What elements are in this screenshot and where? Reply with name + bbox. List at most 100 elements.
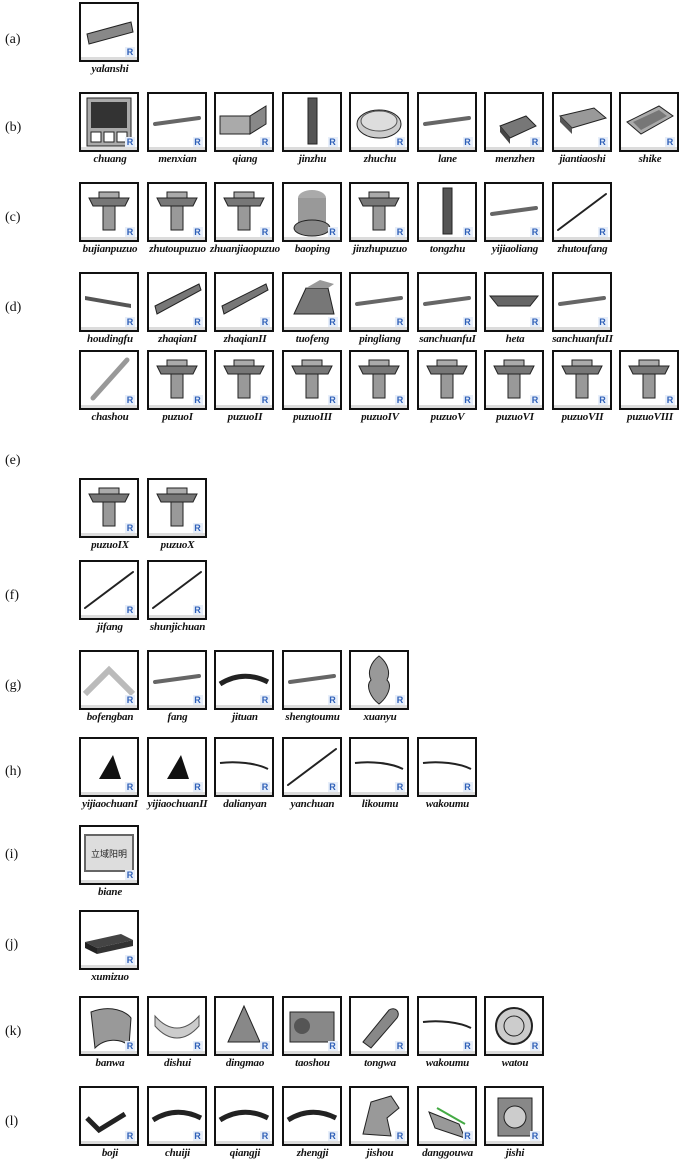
component-drawing xyxy=(223,191,265,231)
component-thumbnail: 立域阳明 R xyxy=(79,825,139,885)
component-thumbnail: R xyxy=(551,182,612,242)
caption-strip xyxy=(81,1051,137,1054)
revit-r-icon: R xyxy=(327,395,338,405)
revit-r-icon: R xyxy=(125,870,135,880)
revit-r-icon: R xyxy=(597,317,608,327)
component-drawing xyxy=(219,761,269,770)
caption-strip xyxy=(418,147,475,150)
component-name: yijiaochuanII xyxy=(147,798,208,810)
component-drawing xyxy=(358,359,400,399)
revit-r-icon: R xyxy=(327,137,338,147)
component-drawing xyxy=(152,674,201,684)
caption-strip xyxy=(283,1141,340,1144)
revit-r-icon: R xyxy=(260,782,270,792)
svg-text:立域阳明: 立域阳明 xyxy=(91,848,127,860)
component-name: puzuoII xyxy=(227,411,263,423)
component-thumbnail: R xyxy=(349,182,409,242)
revit-r-icon: R xyxy=(395,227,405,237)
component-thumbnail: R xyxy=(349,1086,409,1146)
component-drawing xyxy=(560,359,603,399)
revit-r-icon: R xyxy=(192,695,203,705)
revit-r-icon: R xyxy=(395,317,405,327)
revit-r-icon: R xyxy=(597,227,608,237)
caption-strip xyxy=(148,705,205,708)
component-thumbnail: R xyxy=(79,1086,139,1146)
component-name: tongzhu xyxy=(429,243,466,255)
component-name: shike xyxy=(638,153,662,165)
component-name: jinzhu xyxy=(298,153,327,165)
component-name: puzuoIII xyxy=(293,411,332,423)
component-thumbnail: R xyxy=(79,560,139,620)
row-label: (b) xyxy=(5,120,22,135)
component-drawing xyxy=(425,359,468,399)
caption-strip xyxy=(216,147,272,150)
revit-r-icon: R xyxy=(462,782,473,792)
component-thumbnail: R xyxy=(281,1086,342,1146)
caption-strip xyxy=(81,533,137,536)
component-thumbnail: R xyxy=(146,350,207,410)
revit-r-icon: R xyxy=(260,1041,270,1051)
revit-r-icon: R xyxy=(462,227,473,237)
revit-r-icon: R xyxy=(260,227,270,237)
component-name: menxian xyxy=(158,153,197,165)
caption-strip xyxy=(351,792,407,795)
component-name: chuiji xyxy=(164,1147,191,1159)
component-drawing xyxy=(151,571,202,609)
component-thumbnail: R xyxy=(349,272,409,332)
component-name: chuang xyxy=(93,153,127,165)
caption-strip xyxy=(148,405,205,408)
caption-strip xyxy=(148,327,205,330)
component-thumbnail: R xyxy=(416,737,477,797)
component-name: puzuoVIII xyxy=(627,411,673,423)
row-label: (f) xyxy=(5,588,19,603)
component-name: puzuoVI xyxy=(496,411,534,423)
revit-r-icon: R xyxy=(192,523,203,533)
component-drawing xyxy=(422,296,471,306)
component-thumbnail: R xyxy=(79,910,139,970)
caption-strip xyxy=(553,327,610,330)
component-name: likoumu xyxy=(361,798,399,810)
component-drawing xyxy=(362,1008,399,1049)
caption-strip xyxy=(216,1141,272,1144)
component-name: zhuchu xyxy=(363,153,397,165)
caption-strip xyxy=(418,1141,475,1144)
revit-r-icon: R xyxy=(597,395,608,405)
component-name: yijiaochuanI xyxy=(82,798,138,810)
component-name: zhutoupuzuo xyxy=(149,243,206,255)
component-drawing xyxy=(85,1111,127,1134)
row-label: (i) xyxy=(5,847,19,862)
component-drawing xyxy=(490,206,538,216)
caption-strip xyxy=(283,705,340,708)
component-name: jishi xyxy=(505,1147,525,1159)
revit-r-icon: R xyxy=(597,137,608,147)
component-thumbnail: R xyxy=(214,182,274,242)
component-drawing xyxy=(307,97,317,145)
component-name: tuofeng xyxy=(295,333,330,345)
component-name: puzuoI xyxy=(162,411,193,423)
revit-r-icon: R xyxy=(125,395,135,405)
component-drawing xyxy=(221,283,269,315)
component-thumbnail: R xyxy=(214,1086,274,1146)
caption-strip xyxy=(486,1141,542,1144)
component-name: baoping xyxy=(294,243,331,255)
revit-r-icon: R xyxy=(192,317,203,327)
component-name: tongwa xyxy=(364,1057,396,1069)
revit-r-icon: R xyxy=(327,695,338,705)
